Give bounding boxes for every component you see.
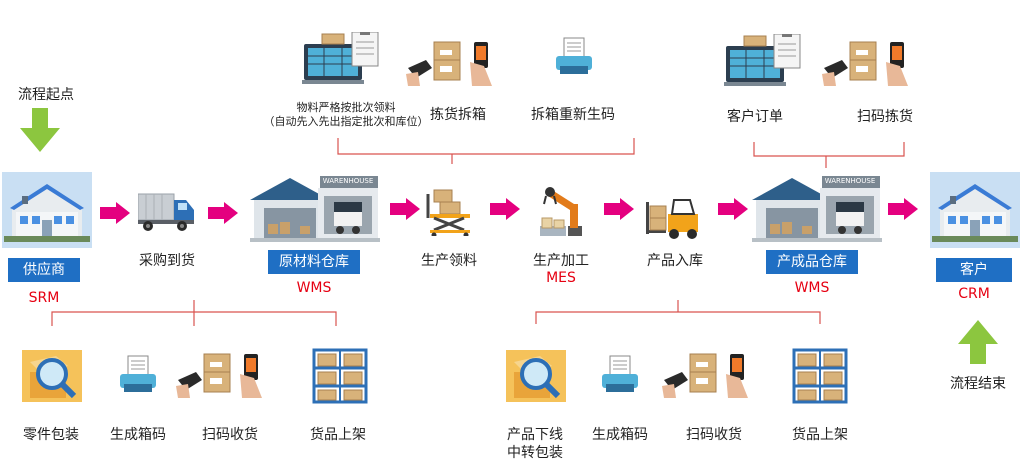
product-shelf-icon — [792, 348, 848, 404]
finished-warehouse-sign: WARENHOUSE — [824, 177, 876, 185]
production-processing-system: MES — [546, 270, 576, 286]
product-offline-line1: 产品下线 — [507, 427, 563, 443]
supplier-system: SRM — [28, 290, 60, 306]
batch-picking-line2: （自动先入先出指定批次和库位） — [263, 115, 429, 128]
flow-end-label: 流程结束 — [950, 376, 1006, 392]
generate-box-code-label: 生成箱码 — [110, 427, 166, 443]
product-scan-receiving-icon — [662, 350, 762, 400]
scan-boxes-icon — [406, 38, 506, 88]
product-scan-receiving-label: 扫码收货 — [686, 427, 742, 443]
raw-warehouse-sign: WARENHOUSE — [322, 177, 374, 185]
product-offline-line2: 中转包装 — [507, 445, 563, 461]
purchase-arrival-label: 采购到货 — [139, 253, 195, 269]
parts-inspect-icon — [22, 350, 82, 402]
raw-warehouse-box: 原材料仓库 — [268, 250, 360, 274]
product-shelving-label: 货品上架 — [792, 427, 848, 443]
shelf-icon — [312, 348, 368, 404]
product-generate-box-code-label: 生成箱码 — [592, 427, 648, 443]
raw-warehouse-system: WMS — [296, 280, 332, 296]
scan-picking-icon — [822, 38, 922, 88]
batch-picking-line1: 物料严格按批次领料 — [296, 101, 396, 114]
finished-warehouse-box: 产成品仓库 — [766, 250, 858, 274]
product-inspect-icon — [506, 350, 566, 402]
parts-packing-label: 零件包装 — [23, 427, 79, 443]
scan-receiving-label: 扫码收货 — [202, 427, 258, 443]
label-printer-icon — [554, 36, 594, 80]
laptop-clipboard-icon — [302, 32, 382, 88]
finished-warehouse-system: WMS — [794, 280, 830, 296]
product-box-code-printer-icon — [600, 354, 640, 398]
product-storage-label: 产品入库 — [647, 253, 703, 269]
customer-order-icon — [724, 34, 804, 90]
production-processing-label: 生产加工 — [533, 253, 589, 269]
flow-start-label: 流程起点 — [18, 87, 74, 103]
customer-system: CRM — [958, 286, 990, 302]
scan-receiving-icon — [176, 350, 276, 400]
box-code-printer-icon — [118, 354, 158, 398]
customer-box: 客户 — [936, 258, 1012, 282]
customer-order-label: 客户订单 — [727, 109, 783, 125]
recode-label: 拆箱重新生码 — [531, 107, 615, 123]
picking-unpacking-label: 拣货拆箱 — [430, 107, 486, 123]
scan-picking-label: 扫码拣货 — [857, 109, 913, 125]
production-picking-label: 生产领料 — [421, 253, 477, 269]
shelving-label: 货品上架 — [310, 427, 366, 443]
supplier-box: 供应商 — [8, 258, 80, 282]
